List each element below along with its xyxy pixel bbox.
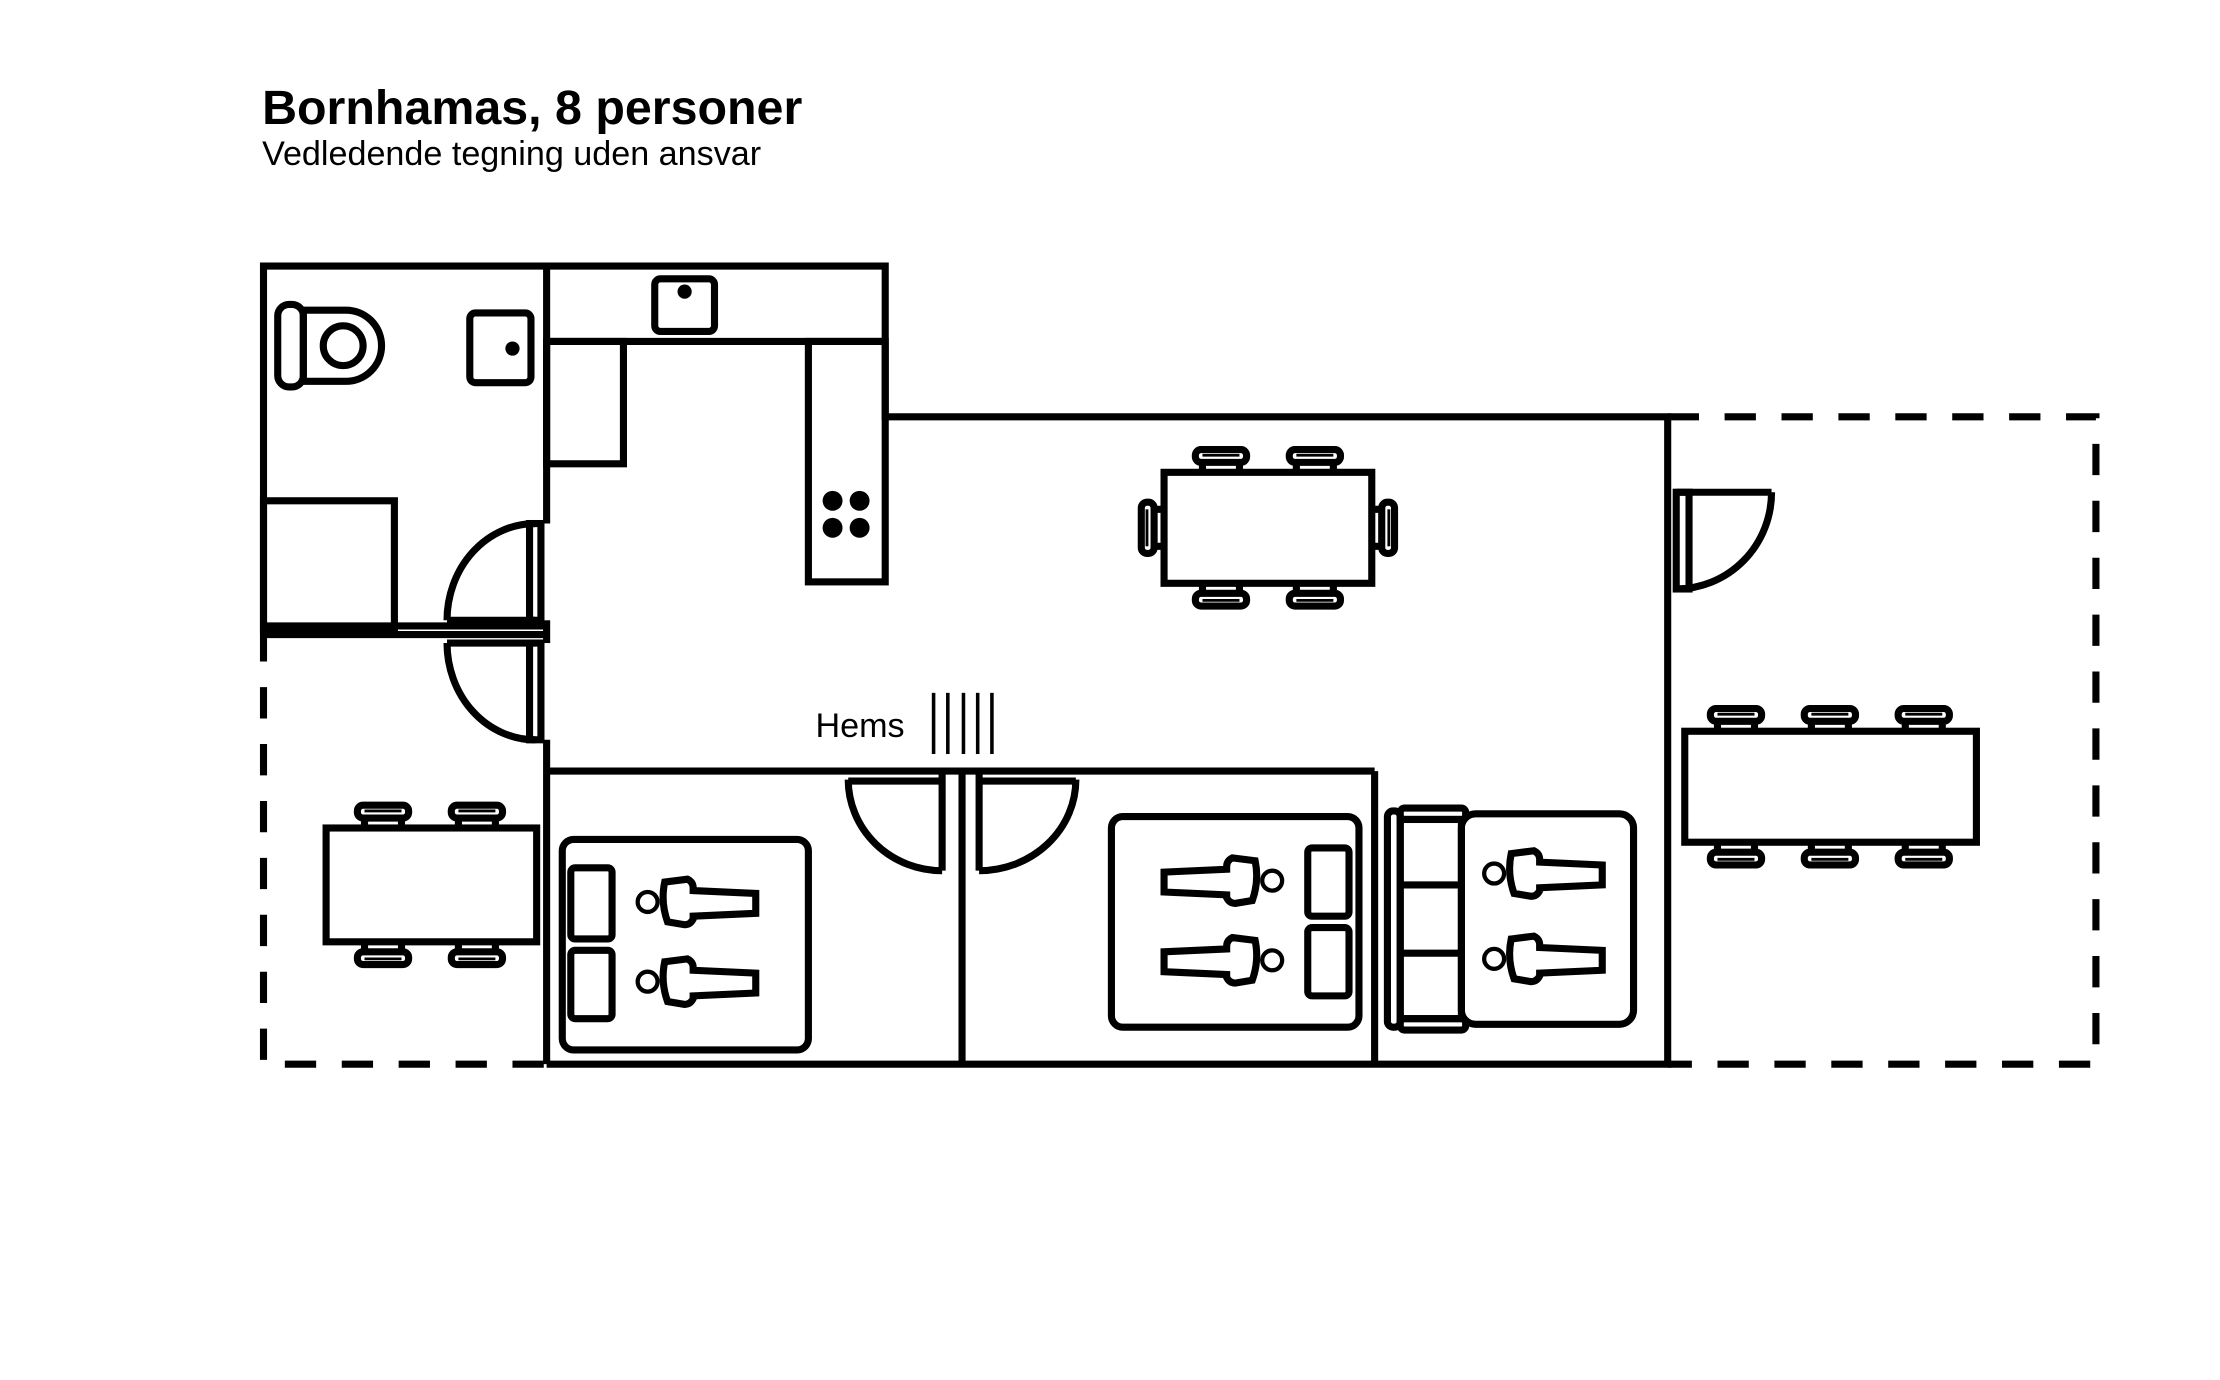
terrace-outline <box>259 413 2100 1068</box>
ladder-icon <box>931 692 994 755</box>
door-bedroom2-icon <box>979 779 1080 875</box>
doors <box>443 488 1776 875</box>
loft-label: Hems <box>816 707 905 745</box>
bed-2-icon <box>1107 813 1363 1031</box>
dining-table-indoor-icon <box>1141 450 1394 606</box>
bathroom <box>259 300 535 634</box>
outdoor-table-west-icon <box>322 805 541 964</box>
toilet-bowl-icon <box>299 306 386 385</box>
stove-icon <box>822 490 870 538</box>
outdoor-table-east-icon <box>1681 708 1980 864</box>
kitchen-sink-icon <box>651 275 719 336</box>
toilet-tank-icon <box>274 300 307 391</box>
bed-1-icon <box>558 835 812 1054</box>
sofa-bed-icon <box>1383 804 1638 1034</box>
kitchen-counter-icon <box>804 337 889 586</box>
plan-subtitle: Vedledende tegning uden ansvar <box>262 135 761 173</box>
shower-icon <box>259 497 398 634</box>
kitchen-cabinet-icon <box>543 337 628 468</box>
door-entrance-east-icon <box>1676 492 1776 593</box>
door-bedroom1-icon <box>844 779 943 875</box>
kitchen <box>543 275 889 586</box>
washbasin-icon <box>466 309 535 387</box>
door-entrance-west-icon <box>443 643 536 744</box>
plan-title: Bornhamas, 8 personer <box>262 81 802 135</box>
loft-ladder: Hems <box>816 692 994 755</box>
door-bathroom-icon <box>443 519 536 621</box>
